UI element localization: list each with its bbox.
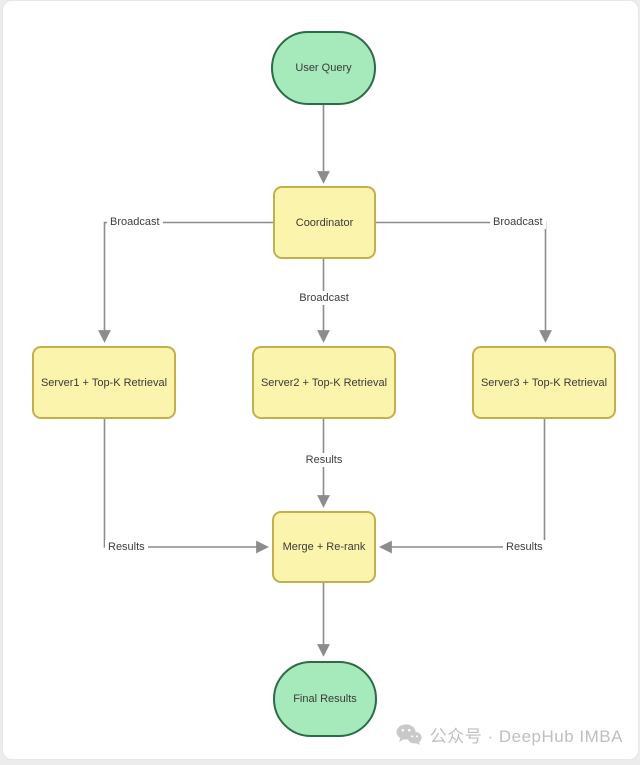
node-final-results: Final Results <box>273 661 377 737</box>
edge-coordinator-to-server1 <box>105 223 274 342</box>
watermark-text: 公众号 · DeepHub IMBA <box>430 722 623 747</box>
edge-label-results-right: Results <box>503 540 546 554</box>
node-server3: Server3 + Top-K Retrieval <box>472 346 616 419</box>
node-final-results-label: Final Results <box>293 693 357 705</box>
edge-label-broadcast-left: Broadcast <box>107 215 163 229</box>
node-merge-rerank-label: Merge + Re-rank <box>283 541 366 553</box>
flowchart-canvas: User Query Coordinator Server1 + Top-K R… <box>3 1 638 759</box>
edge-coordinator-to-server3 <box>376 223 546 342</box>
node-coordinator-label: Coordinator <box>296 217 353 229</box>
edge-label-broadcast-center: Broadcast <box>296 291 352 305</box>
wechat-icon <box>396 724 422 745</box>
node-server2: Server2 + Top-K Retrieval <box>252 346 396 419</box>
node-server1-label: Server1 + Top-K Retrieval <box>41 377 167 389</box>
edge-server1-to-merge <box>105 419 268 547</box>
watermark: 公众号 · DeepHub IMBA <box>396 722 623 747</box>
node-user-query-label: User Query <box>295 62 351 74</box>
node-coordinator: Coordinator <box>273 186 376 259</box>
node-server3-label: Server3 + Top-K Retrieval <box>481 377 607 389</box>
edge-label-results-center: Results <box>303 453 346 467</box>
edge-server3-to-merge <box>381 419 545 547</box>
node-server1: Server1 + Top-K Retrieval <box>32 346 176 419</box>
node-server2-label: Server2 + Top-K Retrieval <box>261 377 387 389</box>
edge-label-results-left: Results <box>105 540 148 554</box>
edge-label-broadcast-right: Broadcast <box>490 215 546 229</box>
node-merge-rerank: Merge + Re-rank <box>272 511 376 583</box>
node-user-query: User Query <box>271 31 376 105</box>
